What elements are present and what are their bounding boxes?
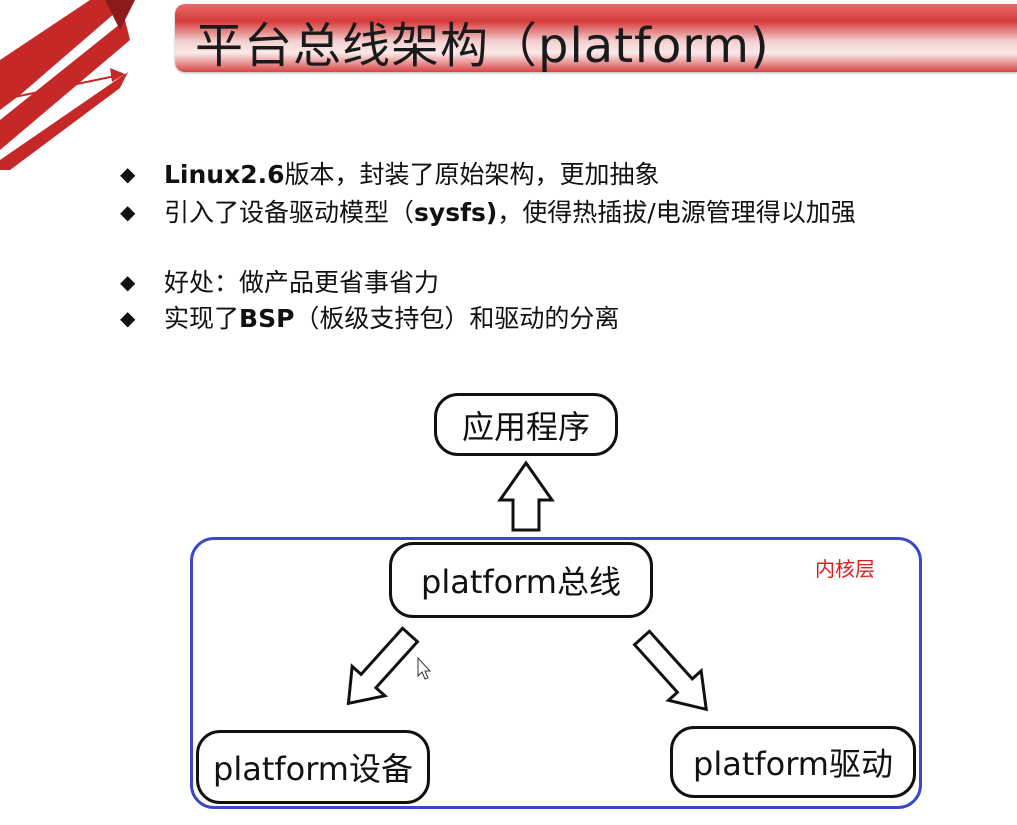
- arrow-up-icon: [497, 460, 555, 532]
- bullet-text: 版本，封装了原始架构，更加抽象: [284, 160, 660, 189]
- bullet-text: （板级支持包）和驱动的分离: [294, 304, 620, 333]
- bullet-bold-text: Linux2.6: [164, 160, 285, 189]
- kernel-layer-box: [190, 537, 922, 809]
- driver-node: platform驱动: [670, 726, 916, 798]
- mouse-cursor-icon: [417, 656, 432, 680]
- diamond-bullet-icon: ◆: [120, 270, 136, 294]
- bullet-item: ◆ 引入了设备驱动模型（sysfs)，使得热插拔/电源管理得以加强: [120, 193, 856, 229]
- bullet-item: ◆ 实现了BSP（板级支持包）和驱动的分离: [120, 299, 619, 335]
- bullet-text: ，使得热插拔/电源管理得以加强: [497, 198, 856, 227]
- arrow-down-left-icon: [346, 626, 420, 706]
- bullet-bold-text: sysfs): [414, 198, 498, 227]
- page-title: 平台总线架构（platform): [195, 18, 770, 74]
- bullet-text: 实现了: [164, 304, 240, 333]
- bullet-item: ◆ 好处：做产品更省事省力: [120, 263, 439, 299]
- logo-arrows-icon: [0, 0, 135, 170]
- arrow-down-right-icon: [632, 629, 709, 712]
- diamond-bullet-icon: ◆: [120, 306, 136, 330]
- diamond-bullet-icon: ◆: [120, 200, 136, 224]
- bullet-text: 引入了设备驱动模型（: [164, 198, 415, 227]
- kernel-layer-label: 内核层: [815, 557, 875, 581]
- diamond-bullet-icon: ◆: [120, 162, 136, 186]
- bullet-text: 好处：做产品更省事省力: [164, 268, 440, 297]
- device-node: platform设备: [196, 730, 430, 804]
- app-node: 应用程序: [434, 393, 618, 456]
- title-bar: 平台总线架构（platform): [175, 4, 1017, 74]
- bullet-item: ◆ Linux2.6版本，封装了原始架构，更加抽象: [120, 155, 660, 191]
- bus-node: platform总线: [389, 542, 653, 618]
- bullet-bold-text: BSP: [239, 304, 295, 333]
